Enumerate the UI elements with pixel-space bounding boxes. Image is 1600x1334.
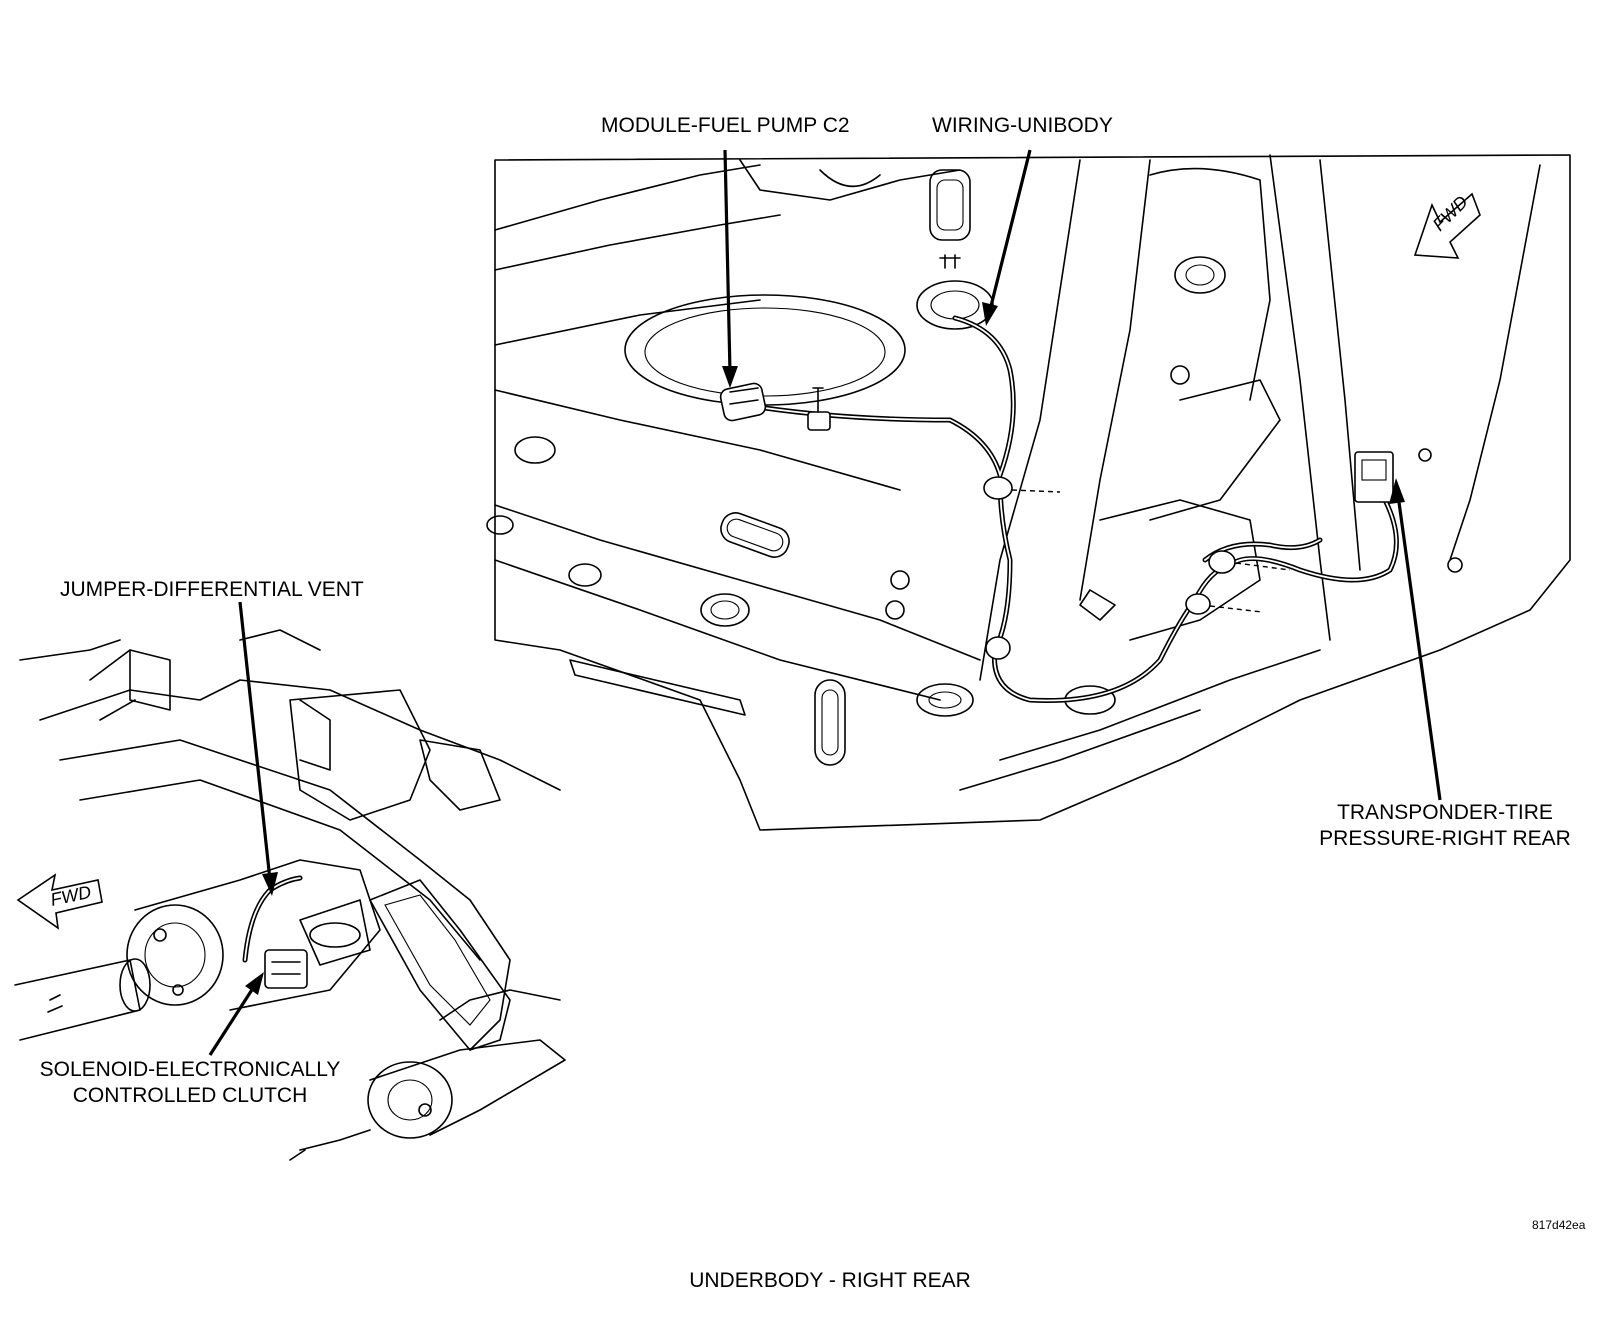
leader-lines: [208, 149, 1442, 1056]
fwd-arrow-icon: [1413, 192, 1481, 259]
callout-transponder: TRANSPONDER-TIRE PRESSURE-RIGHT REAR: [1300, 800, 1590, 852]
callout-transponder-line2: PRESSURE-RIGHT REAR: [1319, 827, 1571, 850]
callout-solenoid-line1: SOLENOID-ELECTRONICALLY: [39, 1058, 341, 1081]
harness-clips: [983, 476, 1291, 660]
callout-module-fuel-pump: MODULE-FUEL PUMP C2: [601, 114, 850, 137]
callout-transponder-line1: TRANSPONDER-TIRE: [1337, 801, 1553, 824]
fwd-arrow-icon-lower: [16, 873, 103, 930]
fuel-pump-connector: [719, 382, 831, 431]
callout-solenoid: SOLENOID-ELECTRONICALLY CONTROLLED CLUTC…: [15, 1057, 365, 1109]
underbody-panel-view: [486, 154, 1571, 831]
tire-pressure-transponder: [1354, 451, 1394, 503]
ecc-solenoid: [264, 949, 308, 989]
callout-solenoid-line2: CONTROLLED CLUTCH: [72, 1084, 308, 1107]
callout-wiring-unibody: WIRING-UNIBODY: [932, 114, 1113, 137]
wiring-harness: [762, 315, 1399, 703]
callout-jumper-vent: JUMPER-DIFFERENTIAL VENT: [60, 578, 364, 601]
figure-id: 817d42ea: [1532, 1218, 1586, 1232]
figure-caption: UNDERBODY - RIGHT REAR: [689, 1269, 971, 1292]
